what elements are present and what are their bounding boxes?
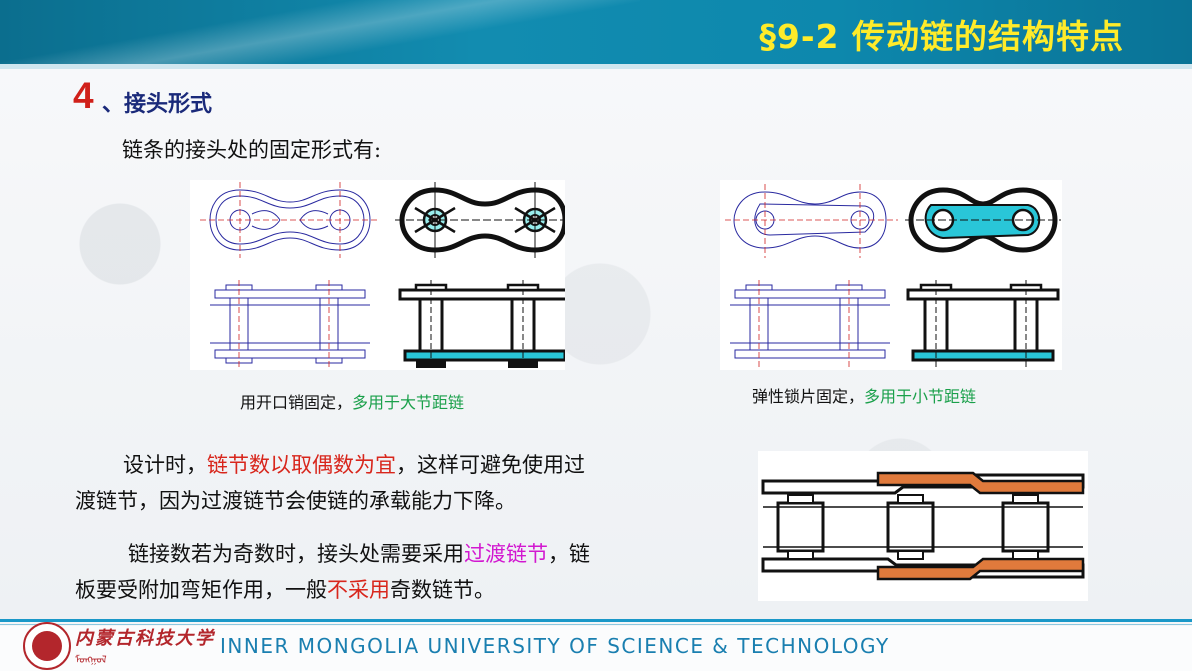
offset-link-drawing [761, 471, 1085, 581]
cotter-pin-link-drawing [200, 182, 575, 373]
right-caption-method: 弹性锁片固定， [752, 387, 865, 406]
para1-line2: 渡链节，因为过渡链节会使链的承载能力下降。 [75, 489, 516, 513]
university-name-mongolian: ᠮᠣᠩᠭᠣᠯ [75, 655, 107, 666]
offset-link-figure [758, 451, 1088, 601]
intro-text: 链条的接头处的固定形式有: [122, 138, 382, 162]
para2-lead: 链接数若为奇数时，接头处需要采用 [128, 542, 464, 566]
paragraph-odd-links: 链接数若为奇数时，接头处需要采用过渡链节，链 板要受附加弯矩作用，一般不采用奇数… [75, 536, 695, 608]
slide-title: §9-2 传动链的结构特点 [759, 17, 1124, 56]
para1-emphasis: 链节数以取偶数为宜 [207, 453, 396, 477]
right-figure-caption: 弹性锁片固定，多用于小节距链 [752, 383, 976, 407]
paragraph-even-links: 设计时，链节数以取偶数为宜，这样可避免使用过 渡链节，因为过渡链节会使链的承载能… [75, 447, 695, 519]
logo-emblem [32, 631, 62, 661]
footer-divider [0, 619, 1192, 622]
university-name-cn: 内蒙古科技大学 [75, 628, 215, 649]
para2-line2-end: 奇数链节。 [390, 578, 495, 602]
footer [0, 626, 1192, 671]
left-figure-caption: 用开口销固定，多用于大节距链 [240, 389, 464, 413]
title-divider [0, 64, 1192, 69]
footer-divider-thin [0, 624, 1192, 625]
left-caption-usage: 多用于大节距链 [352, 393, 465, 412]
section-title: 、接头形式 [102, 92, 213, 117]
university-name-en: INNER MONGOLIA UNIVERSITY OF SCIENCE & T… [220, 634, 890, 658]
spring-clip-link-figure [720, 180, 1062, 370]
spring-clip-link-drawing [725, 184, 1061, 370]
para1-rest: ，这样可避免使用过 [396, 453, 585, 477]
para1-lead: 设计时， [123, 453, 207, 477]
para2-rest: ，链 [548, 542, 590, 566]
para2-line2: 板要受附加弯矩作用，一般 [75, 578, 327, 602]
section-number: 4 [73, 75, 94, 116]
para2-emphasis: 过渡链节 [464, 542, 548, 566]
cotter-pin-link-figure [190, 180, 575, 373]
university-logo [23, 622, 71, 670]
title-bar-wave [0, 0, 640, 64]
right-caption-usage: 多用于小节距链 [864, 387, 977, 406]
left-caption-method: 用开口销固定， [240, 393, 353, 412]
title-bar: §9-2 传动链的结构特点 [0, 0, 1192, 64]
para2-line2-emphasis: 不采用 [327, 578, 390, 602]
